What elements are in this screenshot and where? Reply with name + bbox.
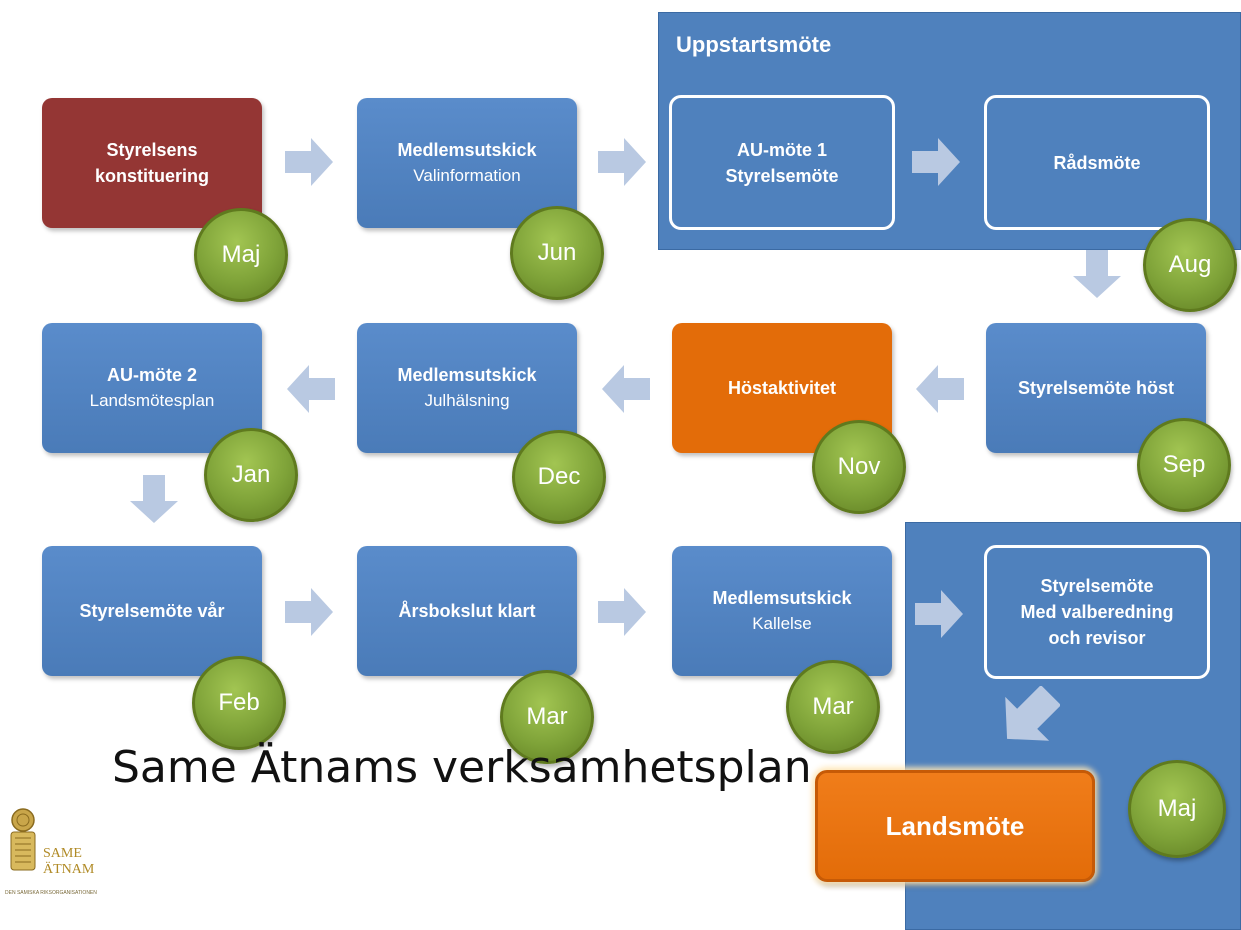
month-badge: Dec [512, 430, 606, 524]
step-title: Styrelsens [106, 140, 198, 160]
logo-tagline: DEN SAMISKA RIKSORGANISATIONEN [5, 890, 97, 896]
arrow-right-icon [915, 590, 963, 638]
logo-emblem-icon [10, 808, 36, 871]
arrow-down-icon [130, 475, 178, 523]
step-styrelsemote-var: Styrelsemöte vår [42, 546, 262, 676]
step-title: Medlemsutskick [397, 365, 537, 385]
page-caption: Same Ätnams verksamhetsplan [112, 742, 812, 793]
uppstartsmote-title: Uppstartsmöte [676, 32, 832, 57]
arrow-right-icon [912, 138, 960, 186]
arrow-down-left-icon [1005, 686, 1060, 741]
step-landsmote: Landsmöte [815, 770, 1095, 882]
logo-text-same: SAME [43, 846, 82, 861]
month-badge: Maj [1128, 760, 1226, 858]
step-title: och revisor [1048, 628, 1146, 648]
arrow-right-icon [598, 588, 646, 636]
step-styrelsens-konstituering: Styrelsens konstituering [42, 98, 262, 228]
step-title: Styrelsemöte höst [1017, 378, 1175, 398]
step-title: Rådsmöte [1053, 152, 1141, 173]
arrow-right-icon [285, 588, 333, 636]
step-au-mote-2: AU-möte 2 Landsmötesplan [42, 323, 262, 453]
step-title: Med valberedning [1020, 602, 1174, 622]
step-title: AU-möte 2 [106, 365, 197, 385]
step-title: Styrelsemöte [725, 165, 839, 186]
step-medlemsutskick-valinformation: Medlemsutskick Valinformation [357, 98, 577, 228]
month-badge: Maj [194, 208, 288, 302]
step-medlemsutskick-julhalsning: Medlemsutskick Julhälsning [357, 323, 577, 453]
month-badge: Feb [192, 656, 286, 750]
step-title: Styrelsemöte vår [79, 601, 225, 621]
month-badge: Mar [500, 670, 594, 764]
arrow-left-icon [602, 365, 650, 413]
logo-text-atnam: ÄTNAM [43, 862, 95, 877]
month-badge: Sep [1137, 418, 1231, 512]
arrow-left-icon [287, 365, 335, 413]
step-title: Höstaktivitet [727, 378, 837, 398]
step-subtitle: Landsmötesplan [89, 391, 215, 410]
arrow-left-icon [916, 365, 964, 413]
step-subtitle: Valinformation [413, 166, 521, 185]
step-title: AU-möte 1 [736, 139, 827, 160]
step-title: Styrelsemöte [1040, 576, 1154, 596]
step-styrelsemote-valberedning: Styrelsemöte Med valberedning och reviso… [984, 545, 1210, 679]
month-badge: Jun [510, 206, 604, 300]
step-title: konstituering [94, 166, 209, 186]
month-badge: Nov [812, 420, 906, 514]
arrow-right-icon [598, 138, 646, 186]
step-radsmote: Rådsmöte [984, 95, 1210, 230]
step-subtitle: Kallelse [752, 614, 812, 633]
step-subtitle: Julhälsning [424, 391, 510, 410]
step-title: Medlemsutskick [397, 140, 537, 160]
uppstartsmote-panel [658, 12, 1241, 250]
step-medlemsutskick-kallelse: Medlemsutskick Kallelse [672, 546, 892, 676]
step-title: Årsbokslut klart [398, 601, 536, 621]
month-badge: Mar [786, 660, 880, 754]
step-arsbokslut-klart: Årsbokslut klart [357, 546, 577, 676]
step-title: Medlemsutskick [712, 588, 852, 608]
arrow-down-icon [1073, 250, 1121, 298]
same-atnam-logo: SAME ÄTNAM DEN SAMISKA RIKSORGANISATIONE… [5, 808, 115, 900]
month-badge: Jan [204, 428, 298, 522]
step-au-mote-1: AU-möte 1 Styrelsemöte [669, 95, 895, 230]
month-badge: Aug [1143, 218, 1237, 312]
arrow-right-icon [285, 138, 333, 186]
